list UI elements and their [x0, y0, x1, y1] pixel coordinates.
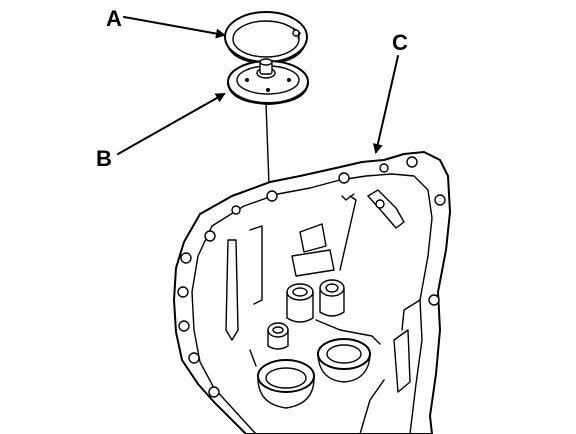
disc-part-b	[227, 58, 309, 105]
callout-c: C	[372, 30, 408, 154]
label-c: C	[392, 30, 408, 55]
label-b: B	[96, 146, 112, 171]
bearing-bore	[257, 338, 371, 409]
transmission-housing-part-c	[173, 151, 451, 434]
snap-ring-part-a	[224, 11, 308, 65]
shaft-bosses	[267, 279, 345, 350]
leader-arrow-b	[117, 93, 226, 155]
callout-a: A	[106, 6, 226, 39]
leader-arrow-a	[123, 16, 226, 39]
callout-b: B	[96, 93, 226, 171]
label-a: A	[106, 6, 122, 31]
leader-arrow-c	[372, 55, 399, 154]
flange-bolt-holes	[177, 156, 446, 398]
